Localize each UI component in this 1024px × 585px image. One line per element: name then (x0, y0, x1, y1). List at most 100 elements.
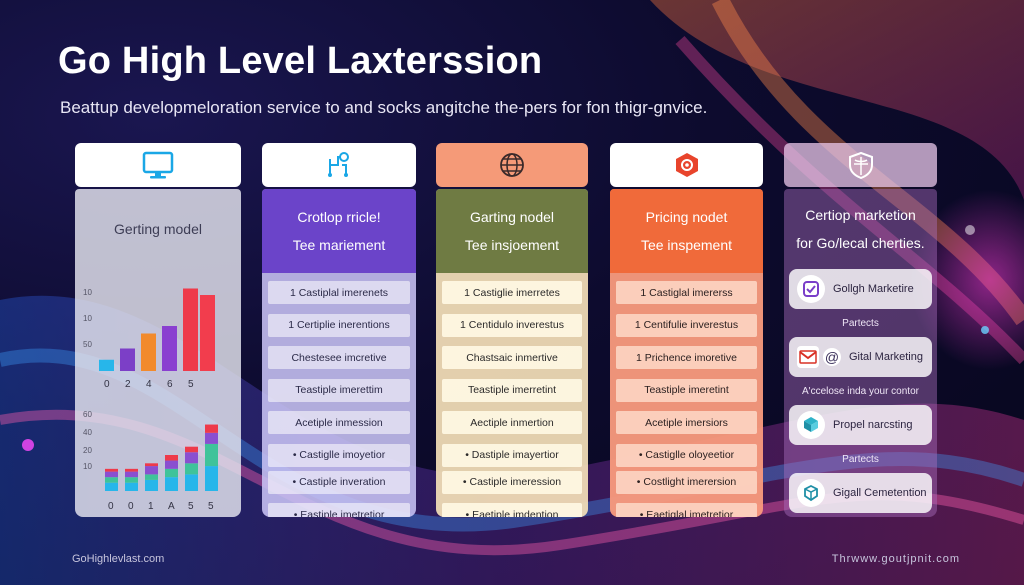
y-tick-label: 10 (83, 314, 92, 323)
stacked-bar-segment (125, 471, 138, 478)
stacked-bar-segment (185, 446, 198, 453)
service-card[interactable]: Gigall Cemetention (789, 473, 932, 513)
column-subheading-text: Tee inspement (640, 237, 733, 253)
x-tick-label: 2 (125, 379, 131, 390)
x-tick-label: 0 (108, 501, 114, 512)
bar (120, 348, 135, 371)
globe-icon (500, 153, 524, 177)
list-item: Teastiple imeretint (616, 378, 757, 402)
circuit-icon (328, 152, 349, 177)
mail-icon (797, 346, 819, 368)
stacked-bar-segment (125, 477, 138, 483)
column-body: Pricing nodet Tee inspement 1 Castiglal … (610, 189, 763, 517)
service-card-label: Gital Marketing (849, 351, 923, 363)
column-body: Crotlop rricle! Tee mariement 1 Castipla… (262, 189, 416, 517)
y-tick-label: 10 (83, 462, 92, 471)
y-tick-label: 20 (83, 446, 92, 455)
stacked-bar-segment (205, 443, 218, 467)
service-card[interactable]: @ Gital Marketing (789, 337, 932, 377)
monitor-icon (142, 151, 174, 179)
page-subtitle: Beattup developmeloration service to and… (60, 98, 708, 117)
bar (162, 326, 177, 371)
section-note: A'ccelose inda your contor (802, 386, 919, 397)
footer-right-text: Thrwww.goutjpnit.com (831, 553, 960, 565)
stacked-bar-segment (205, 466, 218, 491)
x-tick-label: 0 (104, 379, 110, 390)
list-item: 1 Centifulie inverestus (616, 313, 757, 337)
list-item: • Eastiple imetretior (268, 503, 410, 517)
list-item: Acetiple inmession (268, 411, 410, 434)
stacked-bar-segment (105, 468, 118, 472)
cube-icon (797, 479, 825, 507)
feature-list: 1 Castiglal imererss 1 Centifulie invere… (610, 273, 763, 517)
list-item: • Eaetiple imdention (442, 503, 582, 517)
column-body: Garting nodel Tee insjoement 1 Castiglie… (436, 189, 588, 517)
stacked-bar-segment (165, 468, 178, 478)
list-item: 1 Centidulo inverestus (442, 313, 582, 337)
at-sign-icon: @ (823, 348, 841, 366)
column-heading-text: Pricing nodet (645, 209, 728, 225)
feature-list: 1 Castiglie imerretes 1 Centidulo invere… (436, 273, 588, 517)
column-subheading-text: for Go/lecal cherties. (796, 235, 925, 251)
column-5: Certiop marketion for Go/lecal cherties.… (784, 143, 937, 517)
column-heading: Gerting model (75, 189, 241, 269)
y-tick-label: 50 (83, 340, 92, 349)
list-item: 1 Castiglie imerretes (442, 281, 582, 304)
column-heading-text: Crotlop rricle! (297, 209, 381, 225)
page-title: Go High Level Laxterssion (58, 40, 543, 82)
section-note: Partects (842, 454, 879, 465)
stacked-bar-segment (165, 477, 178, 491)
stacked-bar-segment (145, 479, 158, 491)
stacked-bar-segment (145, 466, 158, 475)
column-subheading-text: Tee insjoement (464, 237, 560, 253)
stacked-bar-segment (185, 452, 198, 464)
service-card[interactable]: Propel narcsting (789, 405, 932, 445)
x-tick-label: 1 (148, 501, 154, 512)
service-card-label: Gigall Cemetention (833, 487, 927, 499)
column-cap (75, 143, 241, 187)
stacked-bar-segment (105, 477, 118, 483)
bar (141, 333, 156, 371)
list-item: • Costlight imerersion (616, 470, 757, 494)
service-card[interactable]: Gollgh Marketire (789, 269, 932, 309)
box-hand-icon (797, 411, 825, 439)
x-tick-label: 5 (188, 501, 194, 512)
list-item: Acetiple imersiors (616, 411, 757, 434)
stacked-bar-segment (185, 474, 198, 491)
bar (183, 288, 198, 371)
column-subheading-text: Tee mariement (292, 237, 386, 253)
y-tick-label: 40 (83, 428, 92, 437)
bar (99, 359, 114, 371)
section-note: Partects (842, 318, 879, 329)
checkbox-icon (797, 275, 825, 303)
service-card-label: Gollgh Marketire (833, 283, 914, 295)
stacked-bar-segment (105, 482, 118, 491)
list-item: Aectiple inmertion (442, 411, 582, 434)
feature-list: 1 Castiplal imerenets 1 Certiplie ineren… (262, 273, 416, 517)
list-item: • Eaetiglal imetretior (616, 503, 757, 517)
column-3: Garting nodel Tee insjoement 1 Castiglie… (436, 143, 588, 517)
list-item: 1 Castiglal imererss (616, 281, 757, 304)
list-item: 1 Prichence imoretive (616, 346, 757, 369)
x-tick-label: 6 (167, 379, 173, 390)
column-heading: Pricing nodet Tee inspement (610, 189, 763, 273)
y-tick-label: 60 (83, 411, 92, 419)
footer-left-text: GoHighlevlast.com (72, 553, 165, 565)
list-item: • Castiglle oloyeetior (616, 443, 757, 467)
list-item: Teastiple imerretint (442, 378, 582, 402)
service-card-label: Propel narcsting (833, 419, 913, 431)
stacked-bar-segment (145, 474, 158, 480)
list-item: • Castiple inveration (268, 470, 410, 494)
list-item: 1 Castiplal imerenets (268, 281, 410, 304)
column-heading-text: Certiop marketion (805, 207, 916, 223)
column-heading: Crotlop rricle! Tee mariement (262, 189, 416, 273)
list-item: • Castiglle imoyetior (268, 443, 410, 467)
x-tick-label: 0 (128, 501, 134, 512)
column-body: Certiop marketion for Go/lecal cherties.… (784, 189, 937, 517)
shield-globe-icon (848, 151, 873, 180)
column-heading: Certiop marketion for Go/lecal cherties. (784, 189, 937, 269)
